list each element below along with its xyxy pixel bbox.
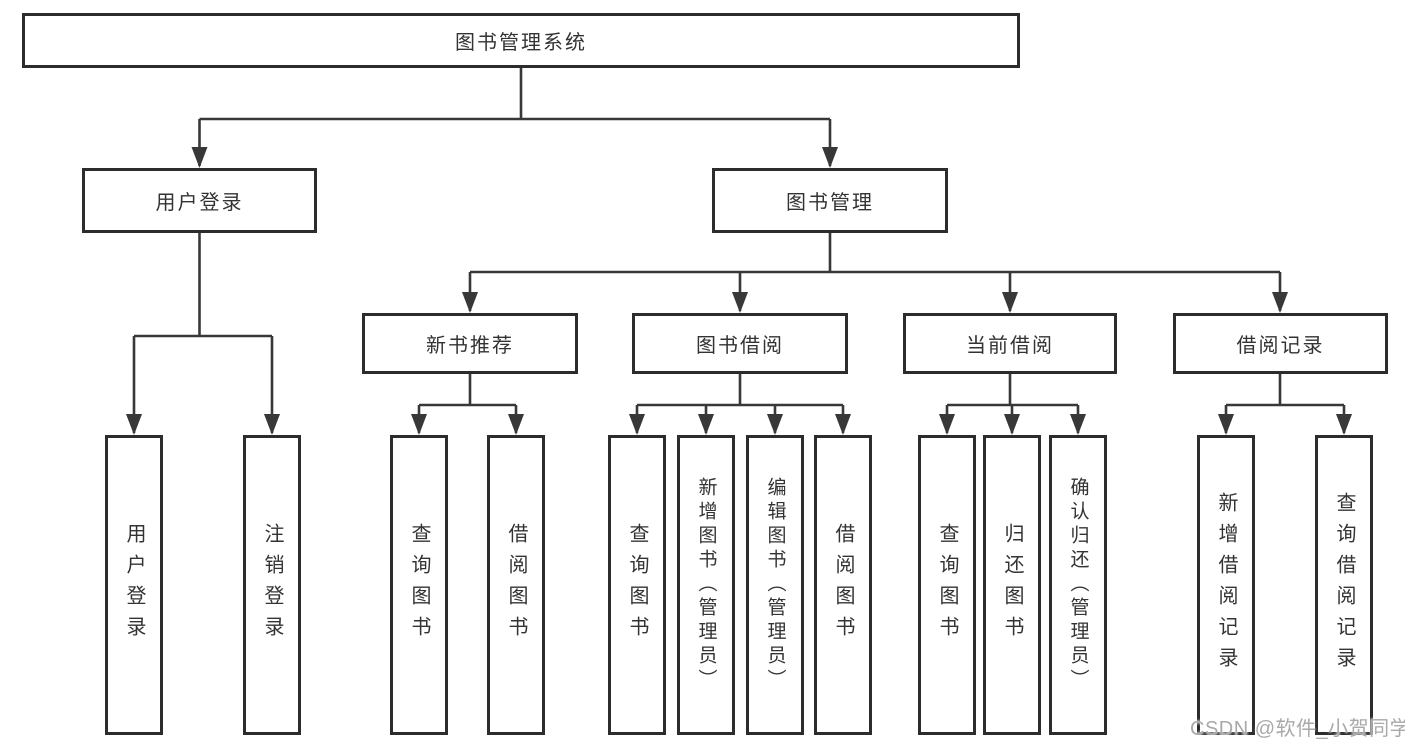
node-user-login: 用户登录 <box>82 168 317 233</box>
leaf-add-books-admin-label: 新增图书（管理员） <box>695 477 717 693</box>
leaf-edit-books-admin-label: 编辑图书（管理员） <box>764 477 786 693</box>
leaf-return-books: 归还图书 <box>983 435 1041 735</box>
leaf-query-books-current-label: 查询图书 <box>936 523 958 647</box>
leaf-query-books-current: 查询图书 <box>918 435 976 735</box>
arrowhead-icons <box>126 147 1352 435</box>
leaf-user-login: 用户登录 <box>105 435 163 735</box>
leaf-confirm-return-admin-label: 确认归还（管理员） <box>1067 477 1089 693</box>
csdn-watermark: CSDN @软件_小贺同学 <box>1190 718 1405 740</box>
leaf-logout: 注销登录 <box>243 435 301 735</box>
leaf-add-books-admin: 新增图书（管理员） <box>677 435 735 735</box>
leaf-query-books-borrowing: 查询图书 <box>608 435 666 735</box>
leaf-query-books-recommend-label: 查询图书 <box>408 523 430 647</box>
leaf-query-borrow-record: 查询借阅记录 <box>1315 435 1373 735</box>
leaf-add-borrow-record-label: 新增借阅记录 <box>1215 492 1237 678</box>
node-book-borrowing: 图书借阅 <box>632 313 848 374</box>
node-current-borrowing: 当前借阅 <box>903 313 1117 374</box>
leaf-query-books-recommend: 查询图书 <box>390 435 448 735</box>
leaf-borrow-books-label: 借阅图书 <box>832 523 854 647</box>
leaf-logout-label: 注销登录 <box>261 523 283 647</box>
leaf-return-books-label: 归还图书 <box>1001 523 1023 647</box>
leaf-add-borrow-record: 新增借阅记录 <box>1197 435 1255 735</box>
leaf-edit-books-admin: 编辑图书（管理员） <box>746 435 804 735</box>
node-book-management: 图书管理 <box>712 168 948 233</box>
leaf-borrow-books-recommend: 借阅图书 <box>487 435 545 735</box>
leaf-user-login-label: 用户登录 <box>123 523 145 647</box>
node-borrowing-records: 借阅记录 <box>1173 313 1388 374</box>
node-library-management-system: 图书管理系统 <box>22 13 1020 68</box>
node-new-book-recommendation: 新书推荐 <box>362 313 578 374</box>
leaf-query-borrow-record-label: 查询借阅记录 <box>1333 492 1355 678</box>
leaf-query-books-borrowing-label: 查询图书 <box>626 523 648 647</box>
leaf-confirm-return-admin: 确认归还（管理员） <box>1049 435 1107 735</box>
leaf-borrow-books-recommend-label: 借阅图书 <box>505 523 527 647</box>
leaf-borrow-books: 借阅图书 <box>814 435 872 735</box>
